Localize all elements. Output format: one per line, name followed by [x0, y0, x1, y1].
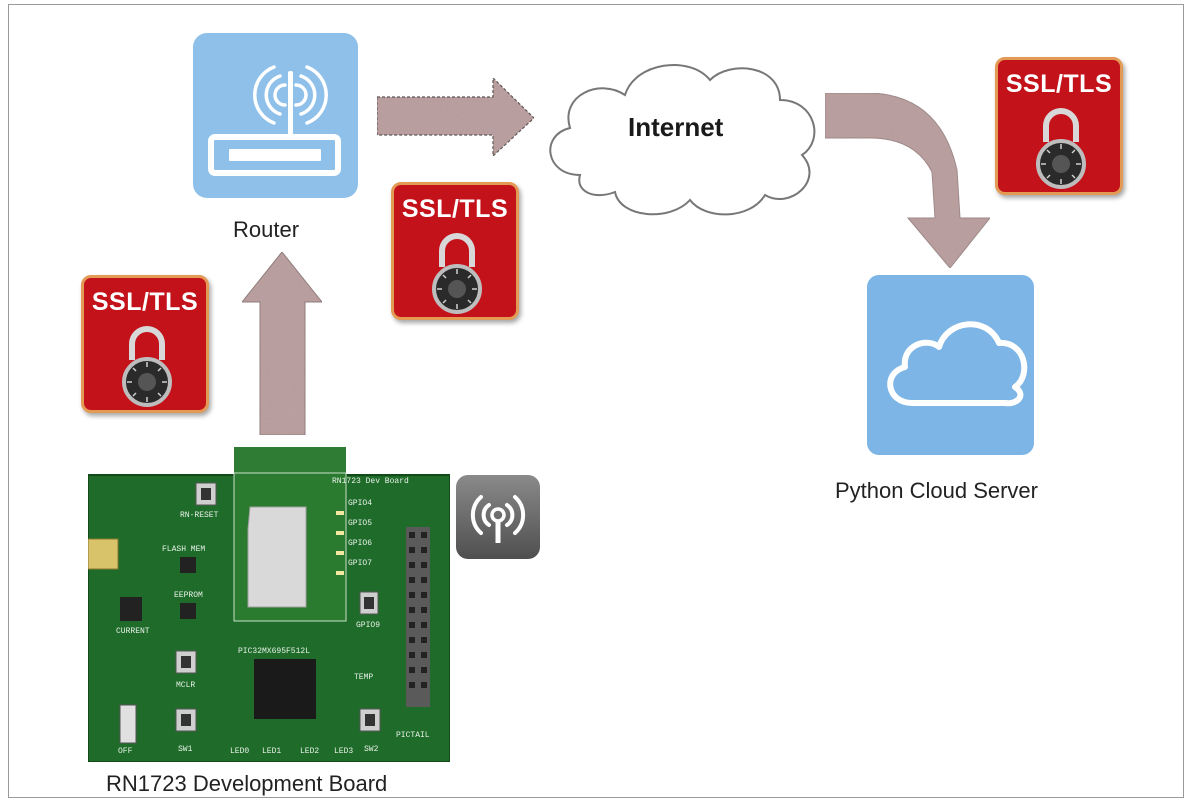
wireless-badge	[456, 475, 540, 559]
board-sw2-text: SW2	[364, 745, 379, 754]
board-gpio6-text: GPIO6	[348, 539, 372, 548]
board-gpio7-text: GPIO7	[348, 559, 372, 568]
board-reset-text: RN-RESET	[180, 511, 219, 520]
cloud-server-tile	[867, 275, 1034, 455]
ssl-badge-text: SSL/TLS	[91, 288, 199, 316]
board-flash-text: FLASH MEM	[162, 545, 205, 554]
board-off-text: OFF	[118, 747, 133, 756]
ssl-badge-router: SSL/TLS	[391, 182, 519, 320]
router-label: Router	[233, 217, 300, 242]
internet-cloud-icon	[549, 63, 816, 216]
board-mclr-text: MCLR	[176, 681, 195, 690]
internet-label: Internet	[628, 112, 724, 142]
ssl-badge-text: SSL/TLS	[401, 195, 509, 223]
board-led3-text: LED3	[334, 747, 353, 756]
board-gpio9-text: GPIO9	[356, 621, 380, 630]
board-label: RN1723 Development Board	[106, 771, 388, 796]
router-tile	[193, 33, 358, 198]
ssl-badge-server: SSL/TLS	[995, 57, 1123, 195]
board-title-text: RN1723 Dev Board	[332, 477, 409, 486]
server-label: Python Cloud Server	[835, 478, 1038, 503]
board-temp-text: TEMP	[354, 673, 373, 682]
combination-padlock-icon	[432, 233, 482, 314]
board-gpio5-text: GPIO5	[348, 519, 372, 528]
arrow-router-to-internet	[376, 76, 535, 158]
board-current-text: CURRENT	[116, 627, 150, 636]
combination-padlock-icon	[1036, 108, 1086, 189]
arrow-internet-to-server	[824, 92, 992, 269]
wireless-antenna-icon	[470, 495, 526, 543]
cloud-icon	[887, 321, 1028, 407]
board-led1-text: LED1	[262, 747, 281, 756]
board-gpio4-text: GPIO4	[348, 499, 372, 508]
ssl-badge-board: SSL/TLS	[81, 275, 209, 413]
ssl-badge-text: SSL/TLS	[1005, 70, 1113, 98]
wifi-router-icon	[208, 65, 341, 176]
board-eeprom-text: EEPROM	[174, 591, 203, 600]
board-sw1-text: SW1	[178, 745, 193, 754]
combination-padlock-icon	[122, 326, 172, 407]
board-led0-text: LED0	[230, 747, 249, 756]
rn1723-dev-board: RN1723 Dev Board RN-RESET FLASH MEM EEPR…	[88, 447, 450, 762]
board-chip-text: PIC32MX695F512L	[238, 647, 310, 656]
board-pictail-text: PICTAIL	[396, 731, 430, 740]
board-led2-text: LED2	[300, 747, 319, 756]
arrow-board-to-router	[240, 251, 324, 436]
